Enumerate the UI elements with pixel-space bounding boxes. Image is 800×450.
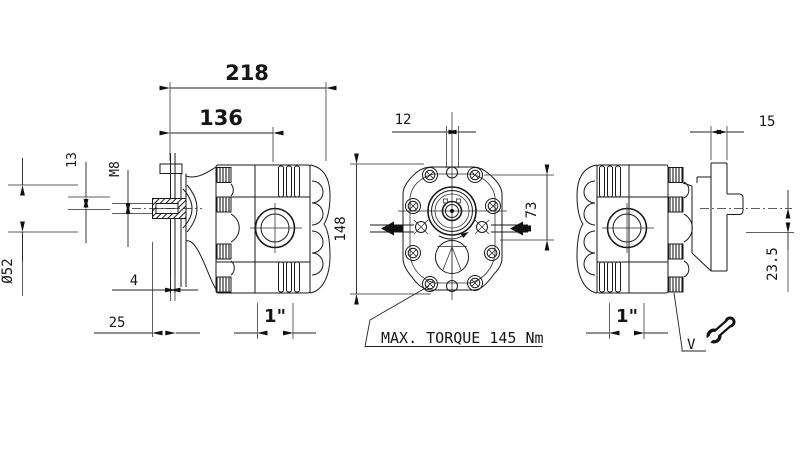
dim-plate-thickness: 4 — [130, 273, 138, 289]
bell-housing — [180, 166, 217, 290]
bottom-pin-hole — [446, 280, 458, 292]
body-ribs — [278, 165, 300, 293]
torque-note: MAX. TORQUE 145 Nm — [364, 285, 544, 347]
rear-flange-plate — [682, 162, 792, 272]
drive-shaft-section — [132, 198, 202, 219]
key-notch-left — [443, 198, 448, 204]
view-front — [370, 112, 531, 300]
dimensions-group: 218 136 13 M8 Ø52 4 25 — [0, 61, 794, 339]
max-torque-label: MAX. TORQUE 145 Nm — [381, 329, 544, 347]
wrench-icon — [704, 316, 736, 345]
shaft-flange — [427, 186, 477, 240]
dim-shaft-step: 13 — [65, 152, 80, 168]
dim-rear-offset: 23.5 — [765, 247, 781, 281]
plate-top-tab — [159, 163, 183, 174]
dim-port-height: 73 — [524, 202, 540, 219]
rear-cover-left — [309, 164, 331, 294]
flow-arrow-left-icon — [381, 221, 403, 236]
mounting-plate — [159, 153, 183, 293]
flange-bolts-right — [668, 167, 693, 293]
rear-cover-right — [576, 164, 598, 294]
dim-body-height: 148 — [333, 216, 349, 241]
view-left-side — [132, 153, 331, 294]
rotation-arrow — [438, 231, 469, 240]
valve-mark-label: V — [687, 337, 696, 353]
shaft-stub — [727, 193, 744, 215]
front-inner-face — [409, 173, 496, 284]
dim-rear-port: 1" — [616, 306, 638, 327]
flange-bolts — [216, 167, 240, 293]
flow-arrow-right-icon — [510, 221, 531, 236]
drain-plugs — [413, 219, 490, 235]
pump-body-left — [215, 164, 331, 294]
dim-thread: M8 — [108, 161, 123, 177]
dim-overall-length: 218 — [225, 61, 269, 85]
body-ribs-right — [599, 165, 621, 293]
dim-body-length: 136 — [199, 106, 243, 130]
pump-body-right — [596, 164, 693, 294]
top-pin-hole — [446, 166, 458, 179]
view-right-side — [576, 162, 792, 294]
shaft-end — [441, 200, 463, 222]
dim-front-port: 1" — [264, 306, 286, 327]
cover-bolts — [405, 167, 501, 292]
valve-note: V — [673, 292, 736, 353]
flow-direction — [370, 221, 531, 236]
dim-shaft-length: 25 — [109, 315, 126, 331]
dim-flange-diameter: Ø52 — [0, 258, 16, 283]
dim-rear-plate-thickness: 15 — [759, 114, 776, 130]
lower-chamber — [435, 240, 469, 274]
dim-key-width: 12 — [395, 112, 412, 128]
side-port-rear — [602, 203, 654, 253]
side-port-front — [250, 203, 302, 253]
key-notch-right — [456, 198, 461, 204]
